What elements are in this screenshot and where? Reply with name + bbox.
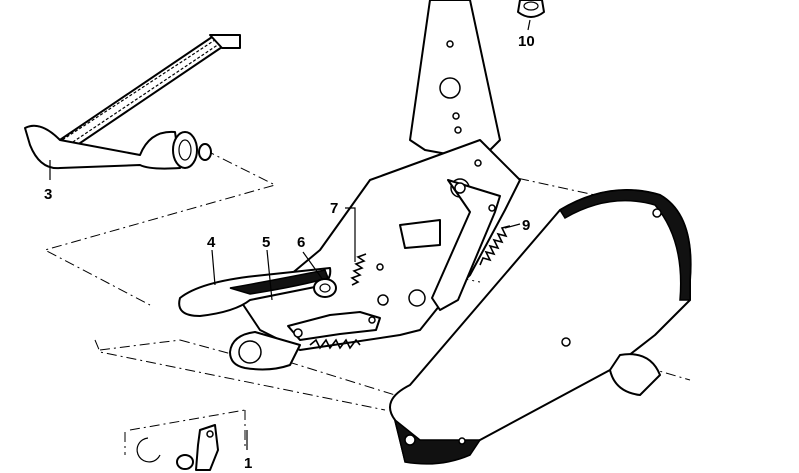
callout-5: 5 [262,234,270,251]
part-3-cable-shaft [24,34,241,170]
part-7-spring [350,253,367,286]
part-10-knob [517,0,545,18]
part-6-bushing [313,278,337,298]
housing-cover [389,189,692,465]
callout-3: 3 [44,186,52,203]
lower-arm [229,331,301,371]
callout-7: 7 [330,200,338,217]
callout-6: 6 [297,234,305,251]
part-9-spring [479,225,511,266]
callout-4: 4 [207,234,216,251]
callout-leaders [49,19,531,450]
swing-lever [431,179,501,311]
backrest-upright-bracket [409,0,501,161]
callout-9: 9 [522,217,530,234]
callout-10: 10 [518,33,535,50]
part-1-clip-bracket [136,424,219,471]
part-5-pawl [287,311,381,350]
callout-1: 1 [244,455,252,472]
